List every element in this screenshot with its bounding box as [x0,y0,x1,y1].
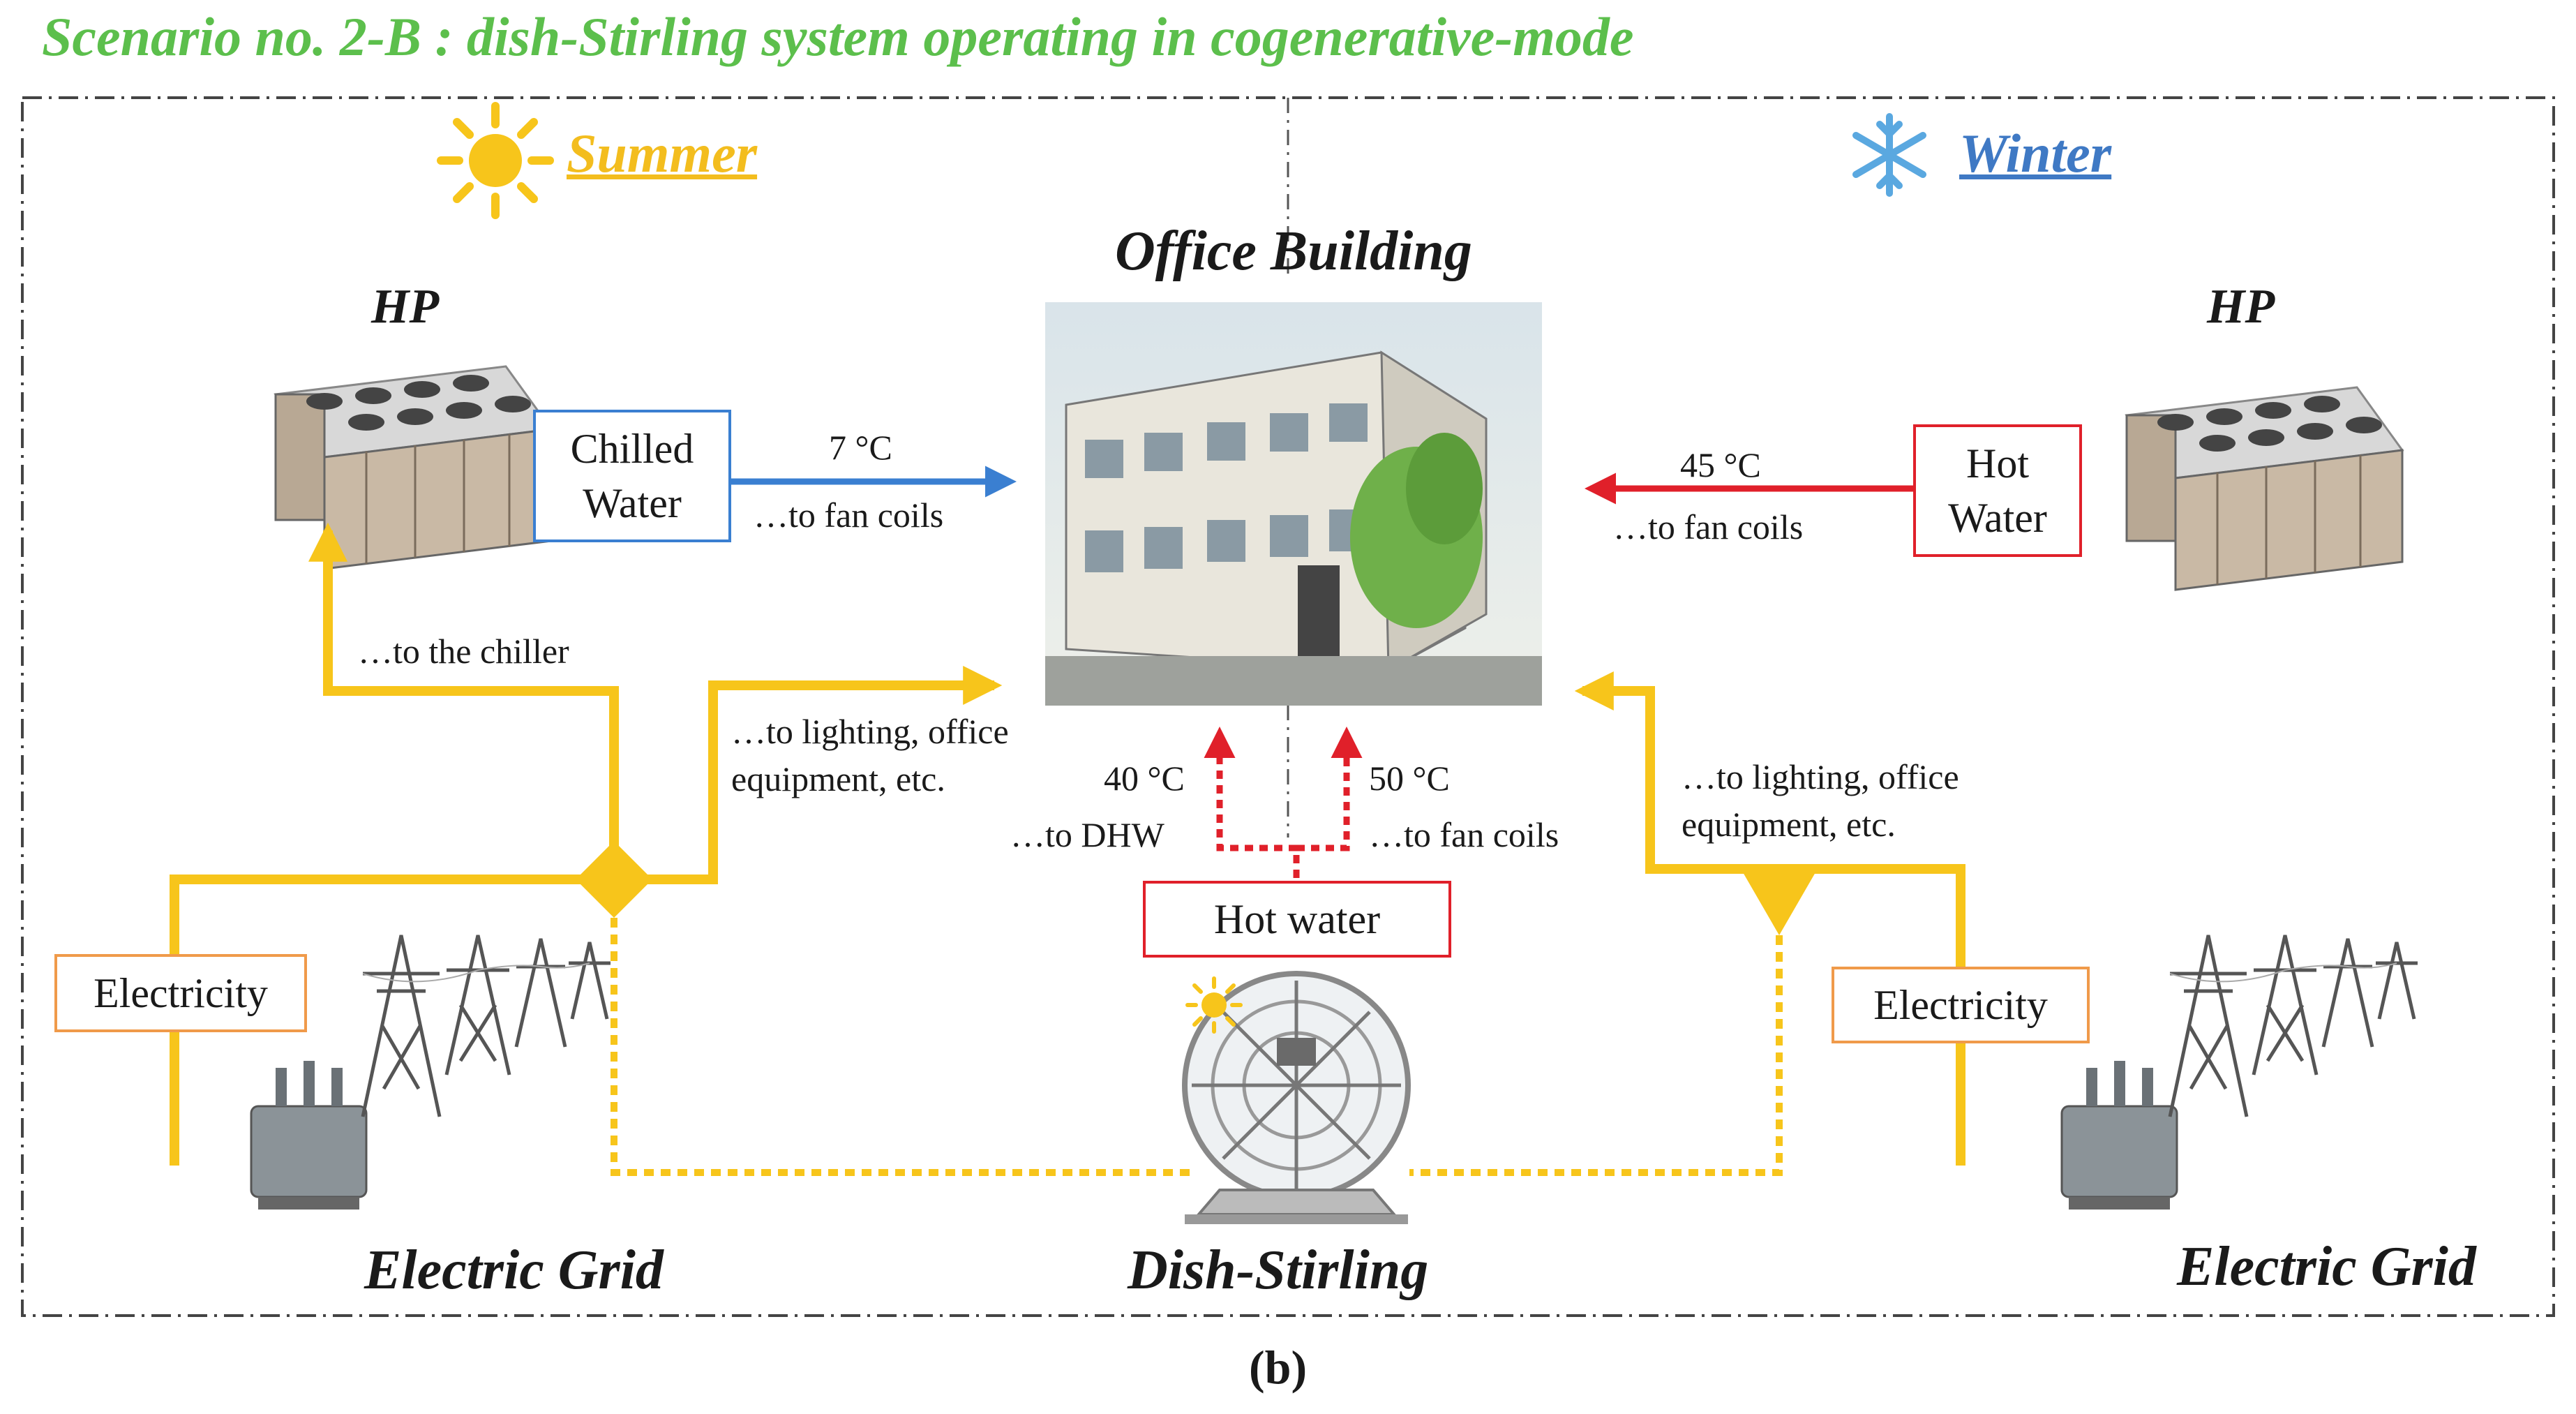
winter-lighting-line [1574,671,1779,874]
electricity-box-left: Electricity [54,954,307,1032]
snowflake-icon [1852,113,1926,197]
to-chiller-label: …to the chiller [358,632,569,671]
lighting-right-label: …to lighting, office equipment, etc. [1682,757,1959,844]
summer-junction-node [576,841,652,918]
chilled-water-box: Chilled Water [533,410,731,542]
dhw-temp: 40 °C [1104,759,1185,798]
dhw-arrow [1204,727,1300,878]
electric-grid-right-label: Electric Grid [2177,1236,2476,1297]
office-building-icon [1045,302,1542,706]
hot-water-temp: 45 °C [1680,445,1761,484]
summer-dish-feed-line [611,918,1193,1176]
winter-dish-feed-line [1409,935,1783,1176]
lighting-left-label: …to lighting, office equipment, etc. [731,712,1009,798]
chilled-water-destination: …to fan coils [754,496,944,535]
summer-chiller-line [308,522,619,870]
hot-water-box-right: Hot Water [1913,424,2082,557]
winter-junction-node [1743,872,1815,935]
winter-grid-line [1779,864,1965,1166]
winter-label: Winter [1959,123,2112,184]
office-building-label: Office Building [1115,221,1472,282]
summer-grid-line [170,875,593,1166]
fancoil-temp: 50 °C [1369,759,1450,798]
transformer-icon [250,1061,368,1210]
fancoil-arrow [1296,727,1363,851]
electric-grid-left-label: Electric Grid [364,1240,664,1301]
dhw-destination: …to DHW [1010,815,1165,854]
summer-label: Summer [567,123,758,184]
fancoil-destination: …to fan coils [1369,815,1559,854]
power-tower-icon [361,935,611,1117]
transformer-icon [2060,1061,2178,1210]
caption-open: ( [1249,1341,1265,1394]
hot-water-box-center: Hot water [1143,881,1451,958]
outer-frame [21,96,2555,1317]
electricity-box-right: Electricity [1832,967,2090,1043]
caption-letter: b [1264,1341,1291,1394]
sun-icon [1185,976,1243,1034]
hot-water-destination: …to fan coils [1613,507,1804,546]
hp-right-label: HP [2207,280,2275,334]
hp-left-label: HP [371,280,440,334]
heat-pump-icon [2125,386,2404,591]
sun-icon [437,102,554,219]
heat-pump-icon [274,365,553,570]
caption-close: ) [1291,1341,1308,1394]
summer-lighting-line [638,666,1003,884]
dish-stirling-label: Dish-Stirling [1128,1240,1429,1301]
figure-caption: (b) [1249,1340,1307,1395]
diagram-title: Scenario no. 2-B : dish-Stirling system … [42,6,1634,67]
dish-stirling-icon [1182,971,1411,1224]
chilled-water-temp: 7 °C [829,428,892,467]
power-tower-icon [2168,935,2418,1117]
